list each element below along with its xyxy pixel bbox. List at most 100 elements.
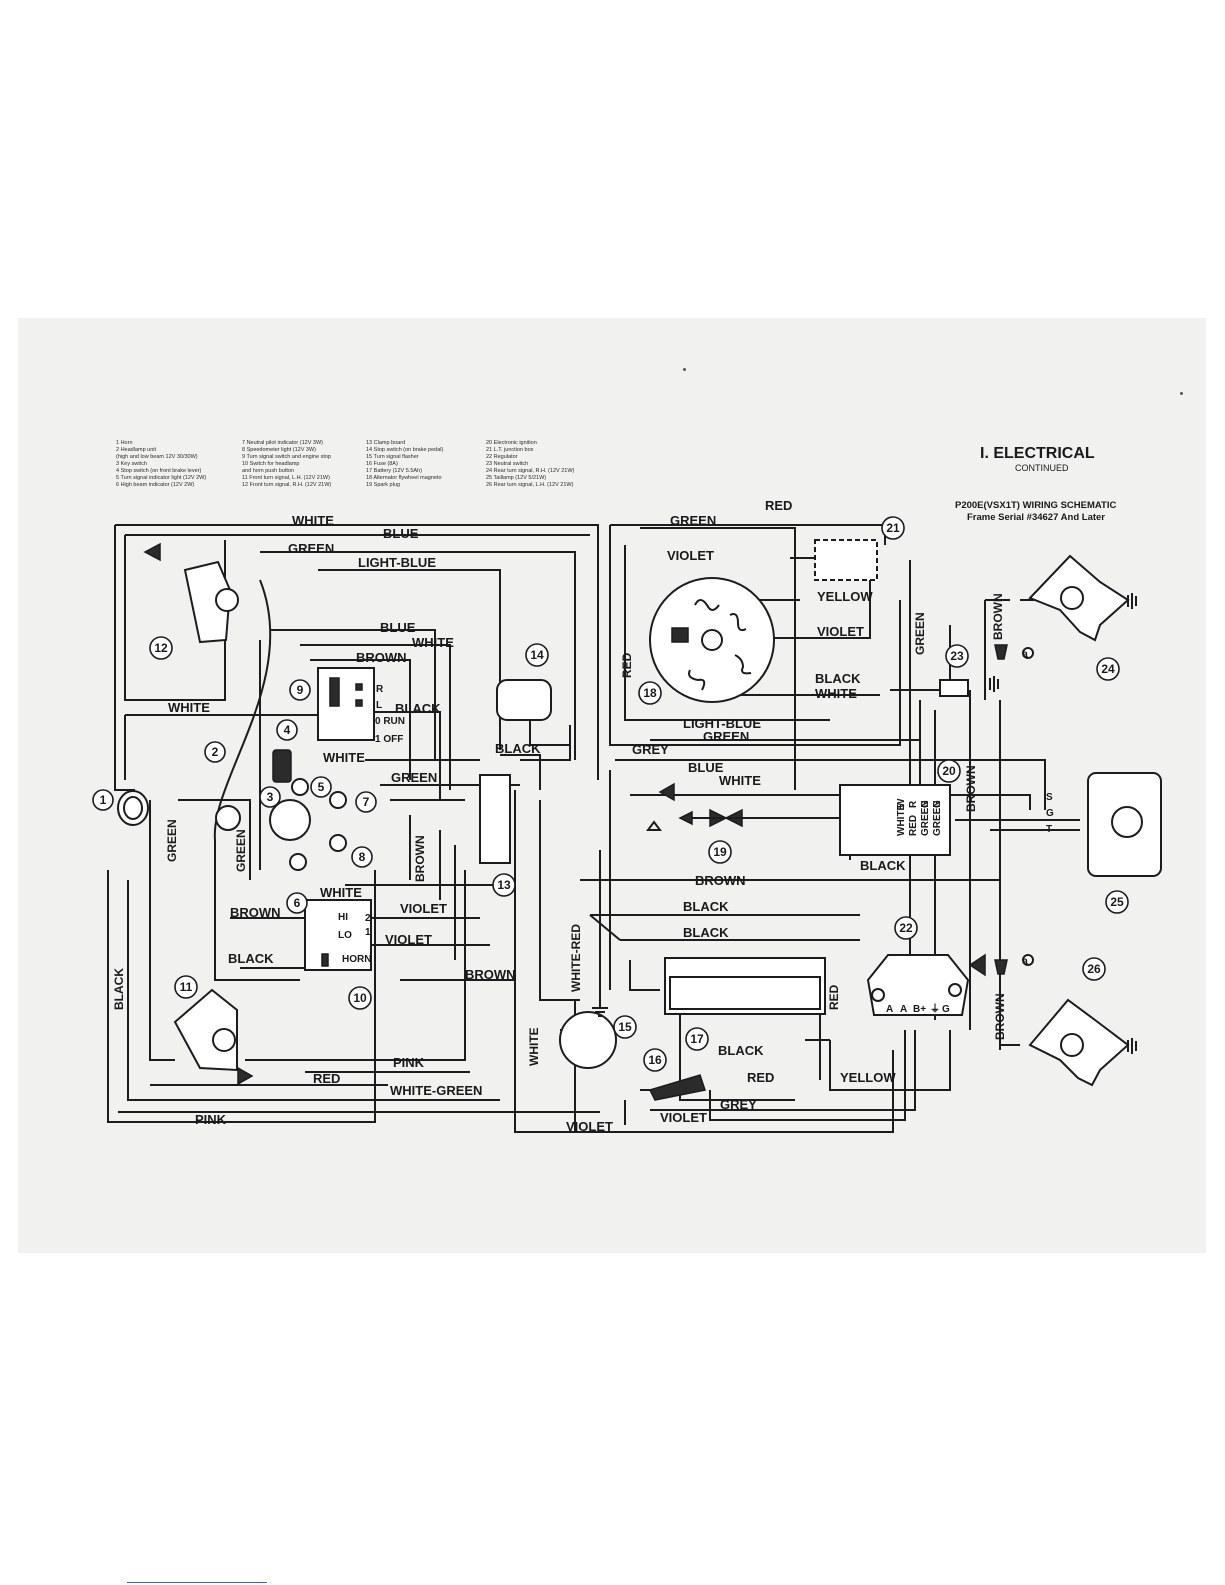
wire-label: WHITE — [412, 635, 454, 650]
wire-label: VIOLET — [667, 548, 714, 563]
indicator-lamp-icon — [291, 778, 309, 796]
callout-25: 25 — [1105, 890, 1129, 914]
wire-label: BROWN — [356, 650, 407, 665]
legend: 1 Horn 2 Headlamp unit (high and low bea… — [116, 440, 575, 488]
svg-text:19: 19 — [713, 845, 727, 859]
ground-icon — [1127, 1038, 1137, 1054]
callout-7: 7 — [355, 791, 377, 813]
callout-6: 6 — [286, 892, 308, 914]
ground-icon — [646, 820, 662, 831]
wire-label: YELLOW — [817, 589, 873, 604]
footer-link-underline — [127, 1582, 267, 1583]
svg-text:1: 1 — [365, 927, 371, 938]
svg-text:24 Rear turn signal, R.H. (12: 24 Rear turn signal, R.H. (12V 21W) — [486, 468, 575, 474]
svg-text:25 Taillamp (12V 5/21W): 25 Taillamp (12V 5/21W) — [486, 475, 546, 481]
svg-text:24: 24 — [1101, 662, 1115, 676]
connector-a-icon — [1022, 647, 1034, 659]
wire-label: WHITE — [323, 750, 365, 765]
svg-text:a: a — [1022, 649, 1028, 660]
svg-text:21: 21 — [886, 521, 900, 535]
clamp-board-icon — [479, 774, 511, 864]
legend-col-2: 7 Neutral pilot indicator (12V 3W) 8 Spe… — [242, 440, 331, 488]
wire-label: BLUE — [383, 526, 419, 541]
wire-label: BLUE — [380, 620, 416, 635]
wire-label: YELLOW — [840, 1070, 896, 1085]
wire-label: RED — [620, 652, 634, 678]
turn-signal-switch-icon — [317, 667, 375, 741]
svg-text:G: G — [1046, 808, 1054, 819]
svg-text:17 Battery (12V 5.5Ah): 17 Battery (12V 5.5Ah) — [366, 468, 422, 474]
wire-label: WHITE — [320, 885, 362, 900]
svg-text:R: R — [376, 684, 384, 695]
svg-text:14 Stop switch (on brake peda: 14 Stop switch (on brake pedal) — [366, 447, 444, 453]
svg-text:3: 3 — [267, 790, 274, 804]
svg-text:WHITE: WHITE — [896, 803, 907, 836]
callout-1: 1 — [92, 789, 114, 811]
wire-label: VIOLET — [385, 932, 432, 947]
svg-text:12 Front turn signal, R.H. (1: 12 Front turn signal, R.H. (12V 21W) — [242, 482, 331, 488]
svg-text:S: S — [1046, 792, 1053, 803]
wire-label: BLACK — [395, 701, 441, 716]
svg-text:6: 6 — [294, 896, 301, 910]
headlamp-horn-switch-icon — [304, 899, 372, 971]
wire-label: WHITE-RED — [569, 924, 583, 992]
callout-9: 9 — [289, 679, 311, 701]
connector-a-icon — [1022, 954, 1034, 966]
wire-label: GREY — [720, 1097, 757, 1112]
svg-text:R: R — [908, 800, 919, 808]
svg-text:HI: HI — [338, 912, 348, 923]
wire-label: RED — [827, 984, 841, 1010]
ground-icon — [592, 1000, 608, 1017]
callout-2: 2 — [204, 741, 226, 763]
svg-text:15 Turn signal flasher: 15 Turn signal flasher — [366, 454, 419, 460]
svg-text:16 Fuse (8A): 16 Fuse (8A) — [366, 461, 398, 467]
wire-label: WHITE — [719, 773, 761, 788]
legend-col-4: 20 Electronic ignition 21 L.T. junction … — [486, 440, 575, 488]
electronic-ignition-icon — [839, 784, 951, 856]
svg-text:2: 2 — [212, 745, 219, 759]
spark-plug-icon — [658, 782, 840, 828]
svg-text:(high and low beam 12V 30/30W): (high and low beam 12V 30/30W) — [116, 454, 198, 460]
wire-label: PINK — [195, 1112, 227, 1127]
callout-3: 3 — [259, 786, 281, 808]
svg-text:B+: B+ — [913, 1004, 926, 1015]
svg-text:6 High beam indicator (12V 2: 6 High beam indicator (12V 2W) — [116, 482, 194, 488]
indicator-lamp-icon — [289, 853, 307, 871]
callout-21: 21 — [881, 516, 905, 540]
svg-text:LO: LO — [338, 930, 352, 941]
wire-label: WHITE — [815, 686, 857, 701]
horn-icon — [117, 790, 149, 826]
wire-label: VIOLET — [817, 624, 864, 639]
wire-label: GREEN — [670, 513, 716, 528]
svg-text:4 Stop switch (on front brak: 4 Stop switch (on front brake lever) — [116, 468, 201, 474]
svg-text:25: 25 — [1110, 895, 1124, 909]
wire-label: RED — [747, 1070, 774, 1085]
callout-16: 16 — [643, 1048, 667, 1072]
callout-8: 8 — [351, 846, 373, 868]
svg-text:HORN: HORN — [342, 954, 371, 965]
callout-14: 14 — [525, 643, 549, 667]
svg-text:W: W — [896, 798, 907, 808]
svg-text:11: 11 — [180, 980, 193, 994]
callout-17: 17 — [685, 1027, 709, 1051]
callout-22: 22 — [894, 916, 918, 940]
scan-speck — [1180, 392, 1183, 395]
svg-text:T: T — [1046, 824, 1052, 835]
section-continued: CONTINUED — [1015, 463, 1069, 473]
wire-label: WHITE — [168, 700, 210, 715]
svg-text:7: 7 — [363, 795, 370, 809]
svg-text:9 Turn signal switch and eng: 9 Turn signal switch and engine stop — [242, 454, 331, 460]
front-turn-signal-rh-icon — [143, 542, 239, 644]
components — [117, 539, 1162, 1101]
svg-text:20 Electronic ignition: 20 Electronic ignition — [486, 440, 537, 446]
callouts: 1 2 3 4 5 6 7 8 9 10 11 12 13 14 15 16 1… — [92, 516, 1129, 1072]
svg-text:5 Turn signal indicator ligh: 5 Turn signal indicator light (12V 2W) — [116, 475, 206, 481]
frame-serial: Frame Serial #34627 And Later — [967, 512, 1105, 523]
svg-text:GREEN: GREEN — [932, 800, 943, 836]
callout-13: 13 — [492, 873, 516, 897]
taillamp-icon — [1087, 772, 1162, 877]
wire-label: BLACK — [112, 968, 126, 1010]
wire-label: RED — [765, 498, 792, 513]
svg-text:RED: RED — [908, 815, 919, 836]
wire-label: LIGHT-BLUE — [683, 716, 761, 731]
